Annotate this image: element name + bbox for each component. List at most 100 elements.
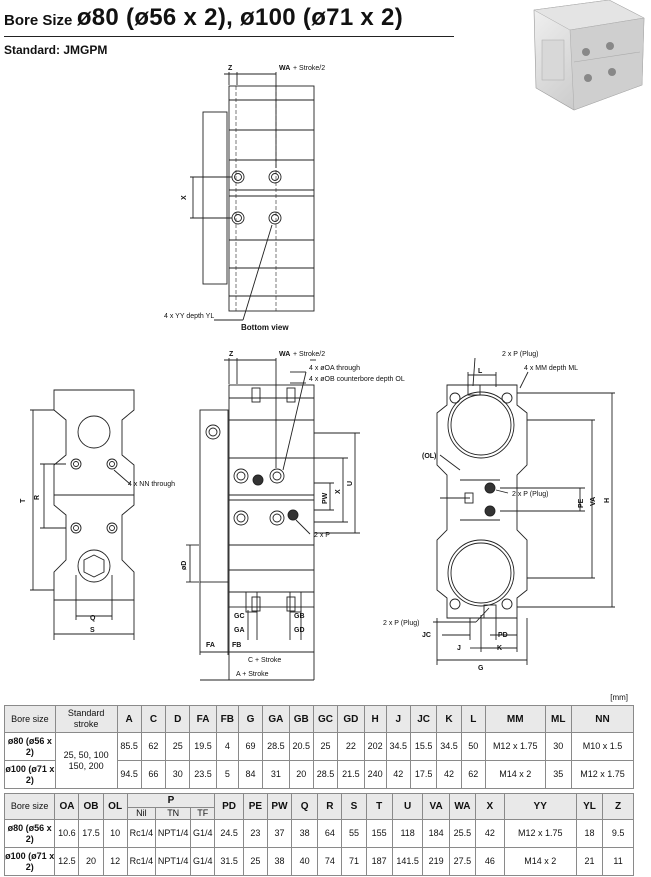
col-header: R [317,793,343,820]
table-cell: 11 [602,847,634,876]
table-cell: 69 [237,732,264,761]
col-header: OL [102,793,128,820]
col-header: L [460,705,486,733]
dim-fa: FA [206,642,215,649]
table-cell: 40 [291,847,319,876]
table-cell: 25 [165,732,191,761]
table-cell: 37 [266,819,293,848]
table-row: ø80 (ø56 x 2) 10.6 17.5 10 Rc1/4 NPT1/4 … [3,819,634,848]
col-header: J [385,705,411,733]
table-cell: 31.5 [214,847,244,876]
ob-callout: 4 x øOB counterbore depth OL [309,376,405,383]
col-header: U [391,793,424,820]
dim-x-side: X [335,489,342,494]
table-row: ø100 (ø71 x 2) 12.5 20 12 Rc1/4 NPT1/4 G… [3,847,634,876]
col-header: OB [78,793,104,820]
col-header: MM [484,705,546,733]
table-cell: 155 [365,819,393,848]
dim-j: J [457,645,461,652]
dim-h: H [604,498,611,503]
dim-wa-bottom: WA [279,65,290,72]
table-cell: 20 [288,760,314,789]
table-cell: 12.5 [54,847,80,876]
col-header: P [126,793,216,808]
table-cell: 46 [475,847,505,876]
table-cell: 15.5 [409,732,438,761]
table-cell: 85.5 [116,732,142,761]
table-cell: 30 [165,760,191,789]
col-header: K [436,705,462,733]
table-cell: 74 [317,847,343,876]
table-row: ø80 (ø56 x 2) 25, 50, 100 150, 200 85.5 … [4,732,635,789]
col-header: G [237,705,264,733]
col-header: GA [262,705,290,733]
table-cell: M12 x 1.75 [484,732,546,761]
p-callout-side: 2 x P [314,532,330,539]
dim-gb: GB [294,613,305,620]
right-view-drawing [433,357,615,665]
table-cell: 202 [363,732,387,761]
dim-pw: PW [322,492,329,504]
table-cell: 28.5 [312,760,339,789]
col-header: FA [189,705,217,733]
dim-k: K [497,645,502,652]
p-plug-callout-top: 2 x P (Plug) [502,351,538,358]
col-header: A [116,705,142,733]
oa-callout: 4 x øOA through [309,365,360,372]
bottom-view-drawing [190,72,315,321]
col-header: NN [570,705,635,733]
table-cell: 84 [237,760,264,789]
dim-g: G [478,665,484,672]
table-cell: 20 [78,847,104,876]
table-cell: 22 [337,732,365,761]
col-header: X [475,793,505,820]
dim-d: øD [181,561,188,570]
table-cell: 240 [363,760,387,789]
dim-q: Q [90,615,96,622]
table-cell: 66 [140,760,167,789]
p-plug-callout-mid: 2 x P (Plug) [512,491,548,498]
dim-x-bottom: X [181,195,188,200]
table-cell: 34.5 [436,732,462,761]
table-cell: 42 [436,760,462,789]
table-cell: 31 [262,760,290,789]
table-cell: G1/4 [190,847,216,876]
col-header: JC [409,705,438,733]
table-cell: 55 [341,819,367,848]
dim-t: T [20,498,27,503]
table-cell: 219 [422,847,450,876]
table-subheader-row: Nil TN TF [5,807,634,820]
stroke-cell: 25, 50, 100 150, 200 [54,732,118,789]
yy-callout: 4 x YY depth YL [164,313,214,320]
table-cell: 28.5 [262,732,290,761]
col-header: PD [214,793,244,820]
table-cell: 30 [544,732,572,761]
table-row: ø100 (ø71 x 2) 94.5 66 30 23.5 5 84 31 2… [4,760,635,789]
table-cell: 50 [460,732,486,761]
table-cell: 23.5 [189,760,217,789]
dim-va: VA [590,497,597,506]
dim-gd: GD [294,627,305,634]
table-cell: 62 [460,760,486,789]
col-header: FB [215,705,239,733]
table-cell: M12 x 1.75 [570,760,635,789]
dim-s: S [90,627,95,634]
dimension-table-1: Bore size Standard stroke A C D FA FB G … [4,705,635,789]
dim-r: R [34,495,41,500]
table-cell: 64 [317,819,343,848]
dim-z-side: Z [229,351,234,358]
dim-ga: GA [234,627,245,634]
dim-pe: PE [578,498,585,508]
col-header: PE [242,793,268,820]
col-subheader: Nil [126,807,157,820]
table-header-row: Bore size OA OB OL P PD PE PW Q R S T U … [3,793,634,820]
col-header: S [341,793,367,820]
table-cell: 23 [242,819,268,848]
dim-c-stroke: C + Stroke [248,657,281,664]
table-cell: 118 [391,819,424,848]
col-subheader: TN [155,807,192,820]
dim-gc: GC [234,613,245,620]
table-cell: 35 [544,760,572,789]
dim-ol: (OL) [422,453,436,460]
table-cell: 38 [266,847,293,876]
